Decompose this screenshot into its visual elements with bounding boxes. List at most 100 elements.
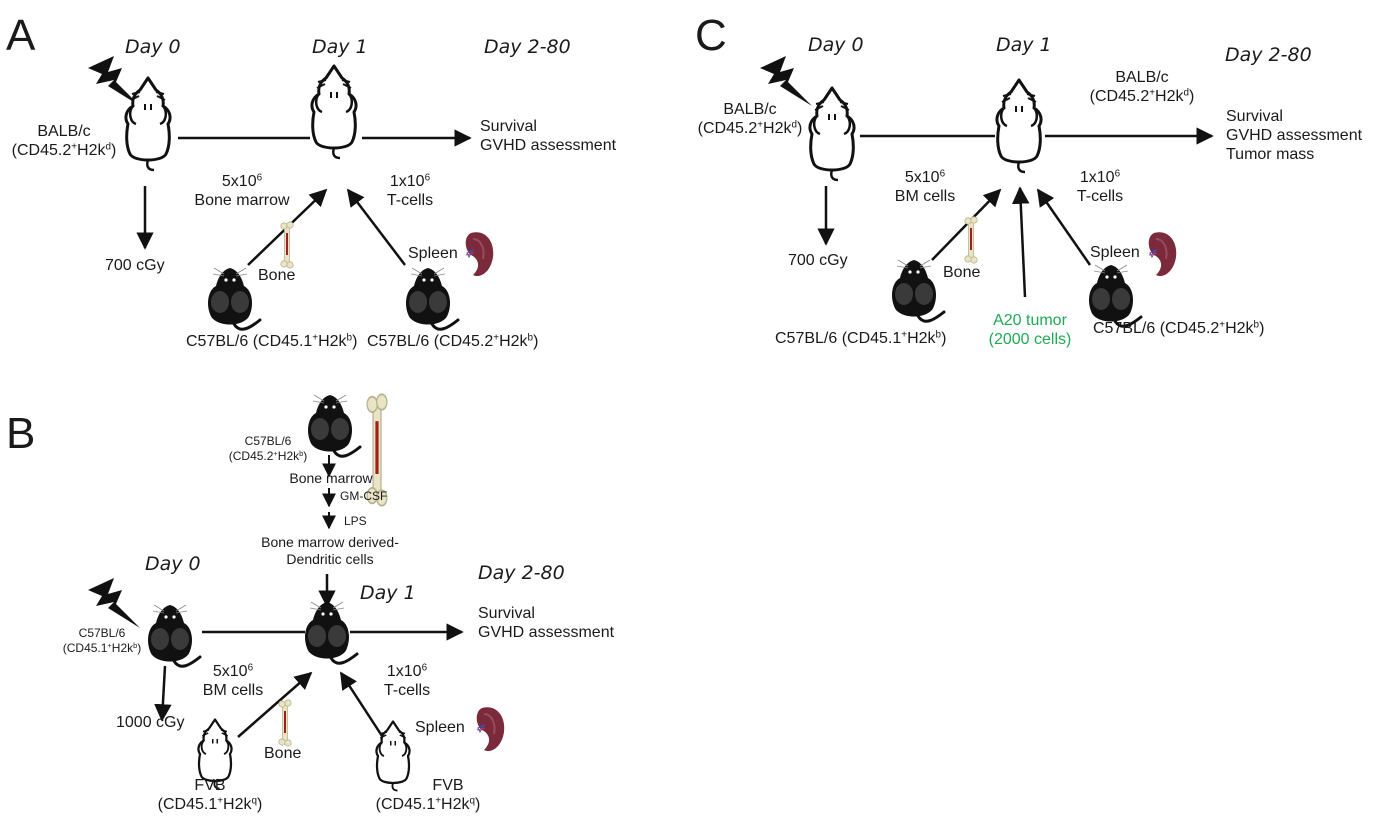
strain-marker: (CD45.2+H2kd): [11, 141, 117, 159]
donor-bm-mouse-icon: [890, 258, 946, 323]
dose-value: 1x106: [389, 172, 431, 190]
outcomes: Survival GVHD assessment Tumor mass: [1226, 107, 1362, 164]
irradiation-bolt-icon: [760, 56, 812, 106]
strain-name: C57BL/6: [244, 434, 292, 448]
spleen-label: Spleen: [408, 245, 458, 262]
strain-marker: (CD45.2+H2kb): [228, 448, 308, 463]
panel-letter: B: [6, 409, 36, 458]
dose-label: T-cells: [1076, 188, 1124, 205]
tcell-dose: 1x106 T-cells: [1077, 168, 1123, 206]
recipient-mouse-icon: [808, 86, 856, 182]
day2-80-label: Day 2-80: [484, 36, 571, 58]
panel-c-graphics: [760, 56, 1214, 328]
outcome-item: GVHD assessment: [478, 624, 615, 641]
strain-name: FVB: [194, 777, 226, 794]
panel-b-graphics: [88, 393, 506, 792]
tumor-name: A20 tumor: [993, 312, 1067, 329]
outcome-item: Tumor mass: [1226, 146, 1315, 163]
panel-letter: C: [695, 11, 727, 60]
recipient-strain: BALB/c (CD45.2+H2kd): [12, 122, 117, 160]
bone-label: Bone: [258, 267, 296, 284]
dc-result-line: Dendritic cells: [286, 551, 374, 567]
dose-label: T-cells: [386, 192, 434, 209]
dose-value: 5x106: [212, 662, 254, 680]
irradiation-arrow: [154, 665, 172, 722]
day1-label: Day 1: [996, 34, 1052, 56]
dose-label: Bone marrow: [194, 192, 290, 209]
strain-marker: (CD45.1+H2kq): [375, 795, 481, 813]
bm-arrow: [931, 188, 1002, 261]
dose-value: 5x106: [904, 168, 946, 186]
irradiation-dose: 1000 cGy: [116, 714, 185, 731]
tcell-arrow: [1036, 188, 1092, 266]
bone-icon: [278, 699, 292, 747]
strain-name: C57BL/6: [78, 626, 126, 640]
strain-name: BALB/c: [723, 101, 777, 118]
dc-step: GM-CSF: [340, 489, 388, 503]
strain-marker: (CD45.2+H2kd): [697, 119, 803, 137]
day2-80-label: Day 2-80: [1225, 44, 1312, 66]
dose-label: BM cells: [894, 188, 956, 205]
day1-recipient-strain: BALB/c (CD45.2+H2kd): [1090, 68, 1195, 106]
panel-letter: A: [6, 11, 36, 60]
dose-label: BM cells: [202, 682, 264, 699]
tcell-dose: 1x106 T-cells: [387, 172, 433, 210]
panel-a-graphics: [88, 56, 495, 331]
strain-marker: (CD45.1+H2kb): [62, 640, 142, 655]
day2-80-label: Day 2-80: [478, 562, 565, 584]
dc-donor-strain: C57BL/6 (CD45.2+H2kb): [229, 434, 308, 464]
strain-marker: (CD45.1+H2kq): [157, 795, 263, 813]
recipient-strain: C57BL/6 (CD45.1+H2kb): [63, 626, 142, 656]
donor-bm-strain: C57BL/6 (CD45.1+H2kb): [775, 329, 947, 347]
tcell-arrow: [339, 671, 384, 737]
dc-result: Bone marrow derived- Dendritic cells: [261, 534, 399, 568]
dc-result-line: Bone marrow derived-: [261, 534, 399, 550]
bm-arrow: [237, 671, 313, 738]
day0-label: Day 0: [808, 34, 864, 56]
outcome-item: Survival: [480, 118, 537, 135]
day0-label: Day 0: [145, 553, 201, 575]
outcome-item: GVHD assessment: [1226, 127, 1363, 144]
donor-t-strain: C57BL/6 (CD45.2+H2kb): [367, 332, 539, 350]
dose-value: 1x106: [1079, 168, 1121, 186]
strain-name: BALB/c: [37, 123, 91, 140]
bm-dose: 5x106 BM cells: [203, 662, 263, 700]
donor-bm-strain: C57BL/6 (CD45.1+H2kb): [186, 332, 358, 350]
tumor-arrow: [1011, 186, 1030, 298]
day1-label: Day 1: [312, 36, 368, 58]
dc-donor-mouse-icon: [306, 393, 362, 458]
strain-marker: (CD45.2+H2kd): [1089, 87, 1195, 105]
strain-name: FVB: [432, 777, 464, 794]
tumor-label: A20 tumor (2000 cells): [989, 311, 1072, 349]
day1-mouse-icon: [995, 78, 1043, 174]
outcomes: Survival GVHD assessment: [478, 604, 614, 642]
day0-label: Day 0: [125, 36, 181, 58]
donor-bm-mouse-icon: [206, 266, 262, 331]
tcell-dose: 1x106 T-cells: [384, 662, 430, 700]
irradiation-dose: 700 cGy: [788, 252, 848, 269]
tcell-arrow: [346, 188, 406, 266]
recipient-mouse-icon: [146, 603, 202, 668]
dc-step: LPS: [344, 514, 367, 528]
donor-bm-strain: FVB (CD45.1+H2kq): [158, 776, 263, 814]
spleen-label: Spleen: [415, 719, 465, 736]
bone-icon: [964, 216, 978, 264]
donor-t-mouse-icon: [1087, 263, 1143, 328]
spleen-icon: [1147, 231, 1178, 278]
bm-dose: 5x106 Bone marrow: [194, 172, 289, 210]
recipient-strain: BALB/c (CD45.2+H2kd): [698, 100, 803, 138]
spleen-icon: [464, 231, 495, 278]
irradiation-bolt-icon: [88, 578, 140, 628]
bm-dose: 5x106 BM cells: [895, 168, 955, 206]
donor-t-mouse-icon: [404, 266, 460, 331]
dose-label: T-cells: [383, 682, 431, 699]
strain-name: BALB/c: [1115, 69, 1169, 86]
bone-label: Bone: [264, 745, 302, 762]
donor-t-strain: FVB (CD45.1+H2kq): [376, 776, 481, 814]
irradiation-dose: 700 cGy: [105, 257, 165, 274]
bone-icon: [280, 221, 294, 269]
day1-mouse-icon: [310, 64, 358, 160]
outcome-item: GVHD assessment: [480, 137, 617, 154]
